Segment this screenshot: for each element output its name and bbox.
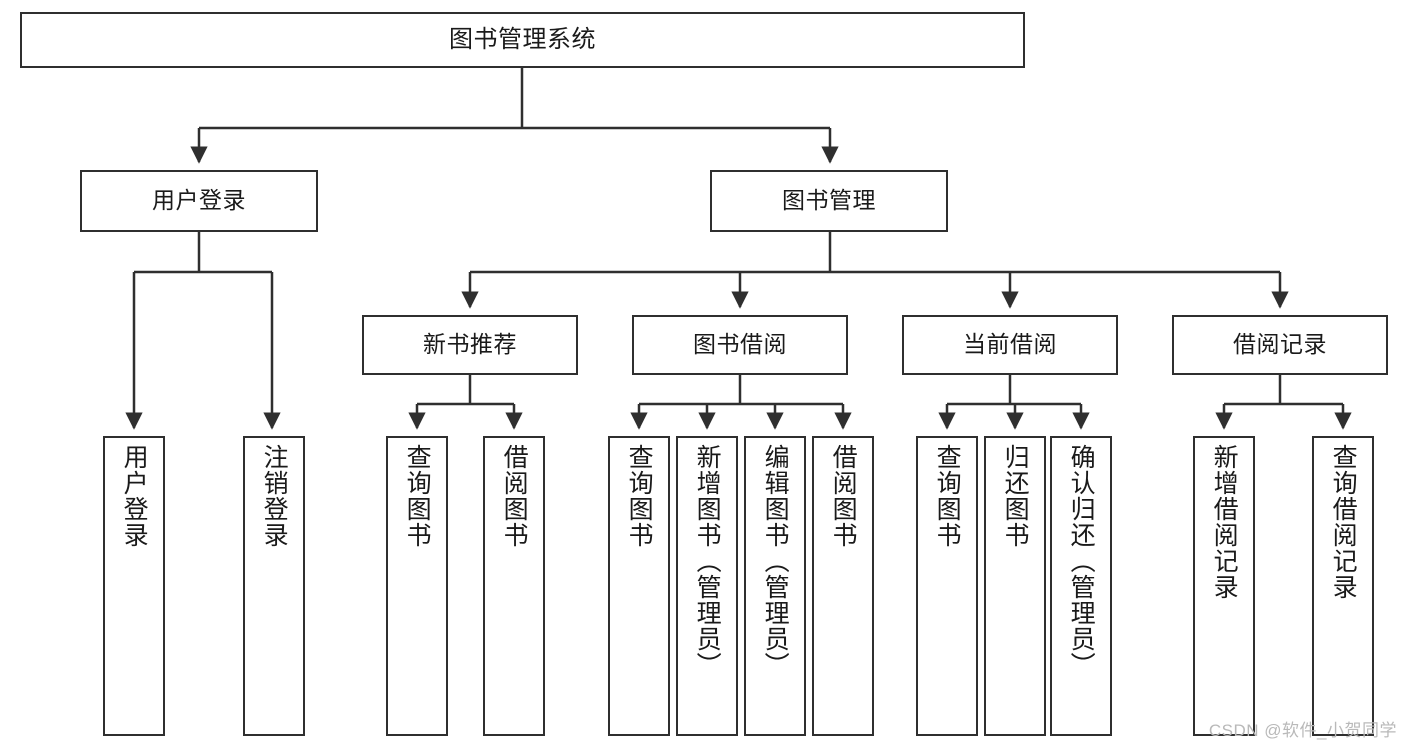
- node-leaf-user-login-label: 用户登录: [120, 444, 149, 548]
- node-book-manage-label: 图书管理: [782, 187, 876, 214]
- node-leaf-confirm-return[interactable]: 确认归还（管理员）: [1050, 436, 1112, 736]
- node-borrow-record[interactable]: 借阅记录: [1172, 315, 1388, 375]
- node-leaf-borrow-book-2[interactable]: 借阅图书: [812, 436, 874, 736]
- node-book-manage[interactable]: 图书管理: [710, 170, 948, 232]
- node-borrow-record-label: 借阅记录: [1233, 331, 1327, 358]
- node-leaf-user-login[interactable]: 用户登录: [103, 436, 165, 736]
- node-user-login-label: 用户登录: [152, 187, 246, 214]
- node-leaf-logout[interactable]: 注销登录: [243, 436, 305, 736]
- node-leaf-add-book[interactable]: 新增图书（管理员）: [676, 436, 738, 736]
- node-book-borrow-label: 图书借阅: [693, 331, 787, 358]
- node-leaf-query-record[interactable]: 查询借阅记录: [1312, 436, 1374, 736]
- node-leaf-query-book-1-label: 查询图书: [403, 444, 432, 548]
- node-new-book-rec[interactable]: 新书推荐: [362, 315, 578, 375]
- node-user-login[interactable]: 用户登录: [80, 170, 318, 232]
- node-leaf-borrow-book-2-label: 借阅图书: [829, 444, 858, 548]
- node-leaf-edit-book[interactable]: 编辑图书（管理员）: [744, 436, 806, 736]
- node-new-book-rec-label: 新书推荐: [423, 331, 517, 358]
- node-leaf-query-book-1[interactable]: 查询图书: [386, 436, 448, 736]
- node-leaf-add-record[interactable]: 新增借阅记录: [1193, 436, 1255, 736]
- node-leaf-return-book[interactable]: 归还图书: [984, 436, 1046, 736]
- node-leaf-query-record-label: 查询借阅记录: [1329, 444, 1358, 600]
- node-book-borrow[interactable]: 图书借阅: [632, 315, 848, 375]
- node-current-borrow-label: 当前借阅: [963, 331, 1057, 358]
- node-leaf-confirm-return-label: 确认归还（管理员）: [1067, 444, 1096, 678]
- node-leaf-borrow-book-1-label: 借阅图书: [500, 444, 529, 548]
- node-leaf-query-book-2-label: 查询图书: [625, 444, 654, 548]
- watermark: CSDN @软件_小贺同学: [1208, 721, 1397, 740]
- node-leaf-logout-label: 注销登录: [260, 444, 289, 548]
- node-root[interactable]: 图书管理系统: [20, 12, 1025, 68]
- node-current-borrow[interactable]: 当前借阅: [902, 315, 1118, 375]
- node-leaf-borrow-book-1[interactable]: 借阅图书: [483, 436, 545, 736]
- node-root-label: 图书管理系统: [449, 25, 596, 53]
- node-leaf-query-book-2[interactable]: 查询图书: [608, 436, 670, 736]
- node-leaf-add-book-label: 新增图书（管理员）: [693, 444, 722, 678]
- node-leaf-edit-book-label: 编辑图书（管理员）: [761, 444, 790, 678]
- node-leaf-return-book-label: 归还图书: [1001, 444, 1030, 548]
- node-leaf-add-record-label: 新增借阅记录: [1210, 444, 1239, 600]
- node-leaf-query-book-3-label: 查询图书: [933, 444, 962, 548]
- node-leaf-query-book-3[interactable]: 查询图书: [916, 436, 978, 736]
